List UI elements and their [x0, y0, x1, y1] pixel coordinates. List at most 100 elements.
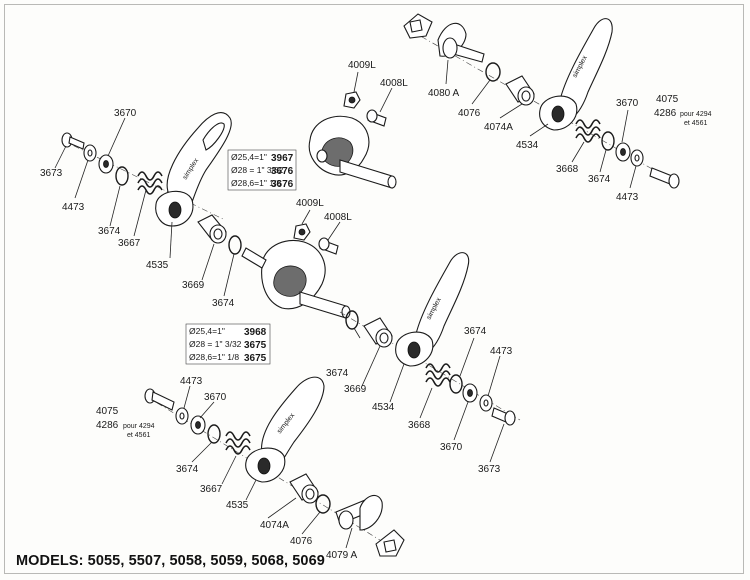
label-3668-c: 3668: [408, 420, 431, 431]
ring-3674: [115, 166, 129, 186]
bushing-4074a-bl: [289, 473, 319, 504]
nut-4009l-mid: [293, 223, 311, 241]
screw-4075-tr: [649, 167, 680, 189]
label-4074a-tr: 4074A: [484, 122, 513, 133]
label-4473-rc: 4473: [490, 346, 513, 357]
label-3667-bl: 3667: [200, 484, 223, 495]
label-3673: 3673: [40, 168, 63, 179]
label-4008l-top: 4008L: [380, 78, 408, 89]
screw-4075-bl: [144, 388, 175, 411]
clamp-table-top: Ø25,4=1" 3967 Ø28 = 1" 3/32 3676 Ø28,6=1…: [227, 149, 297, 191]
label-4535-bl: 4535: [226, 500, 249, 511]
label-4009l-mid: 4009L: [296, 198, 324, 209]
label-3674-rc: 3674: [464, 326, 487, 337]
nut-4009l-top: [343, 91, 361, 109]
label-3674-c: 3674: [326, 368, 349, 379]
lever-4535-bl: [245, 376, 325, 483]
label-3674-tr: 3674: [588, 174, 611, 185]
table-top-part-3: 3676: [271, 179, 294, 190]
sheet-border: [4, 4, 744, 574]
spring-3667: [137, 171, 163, 195]
spring-3668-c: [425, 363, 451, 387]
leader-lines: [54, 59, 637, 549]
top-clamp-assembly: [308, 91, 397, 189]
washer-3670-tr: [615, 142, 631, 162]
label-3669: 3669: [182, 280, 205, 291]
label-3673-c: 3673: [478, 464, 501, 475]
label-4534-tr: 4534: [516, 140, 539, 151]
table-center-size-2: Ø28 = 1" 3/32: [189, 339, 242, 349]
label-3667: 3667: [118, 238, 141, 249]
ring-3674-b: [228, 235, 242, 255]
ring-3674-c: [345, 310, 359, 330]
label-3670-c: 3670: [440, 442, 463, 453]
label-et-tr: et 4561: [684, 120, 707, 127]
center-clamp-assembly: [241, 223, 351, 319]
label-3670-tl: 3670: [114, 108, 137, 119]
table-center-part-1: 3968: [244, 327, 267, 338]
label-4009l-top: 4009L: [348, 60, 376, 71]
screw-3673-c: [491, 407, 516, 426]
table-center-size-1: Ø25,4=1": [189, 326, 225, 336]
bolt-4008l-top: [366, 109, 387, 127]
bushing-3669-c: [363, 317, 393, 348]
ring-4076-bl: [315, 494, 331, 514]
table-top-part-2: 3676: [271, 166, 294, 177]
part-labels: 3670 3673 4473 3674 3667 4535 3669 3674 …: [40, 60, 712, 561]
clamp-table-center: Ø25,4=1" 3968 Ø28 = 1" 3/32 3675 Ø28,6=1…: [185, 323, 271, 365]
top-left-assembly: [61, 112, 242, 255]
label-4534-c: 4534: [372, 402, 395, 413]
label-3674-lc: 3674: [212, 298, 235, 309]
table-top-size-1: Ø25,4=1": [231, 152, 267, 162]
fitting-4080a: [437, 22, 485, 63]
label-pour-bl: pour 4294: [123, 423, 155, 430]
ring-4076: [485, 62, 501, 82]
label-4008l-mid: 4008L: [324, 212, 352, 223]
clamp-center: [241, 240, 351, 319]
ring-3674-bl: [207, 424, 221, 444]
ring-3674-tr: [601, 131, 615, 151]
screw-3673: [61, 132, 85, 150]
label-4286-tr: 4286: [654, 108, 677, 119]
washer-3670-c: [462, 383, 478, 403]
table-top-size-3: Ø28,6=1" 1/8: [231, 178, 281, 188]
label-4473-bl: 4473: [180, 376, 203, 387]
table-center-part-2: 3675: [244, 340, 267, 351]
label-4080a: 4080 A: [428, 88, 459, 99]
models-caption: MODELS: 5055, 5507, 5058, 5059, 5068, 50…: [16, 553, 325, 569]
clip-bottom: [375, 529, 405, 557]
clip-top: [403, 13, 433, 39]
table-top-size-2: Ø28 = 1" 3/32: [231, 165, 284, 175]
label-3674-bl: 3674: [176, 464, 199, 475]
table-center-size-3: Ø28,6=1" 1/8: [189, 352, 239, 362]
label-4079a: 4079 A: [326, 550, 357, 561]
label-4075-tr: 4075: [656, 94, 679, 105]
label-3674-l: 3674: [98, 226, 121, 237]
label-4074a-bl: 4074A: [260, 520, 289, 531]
spring-3667-bl: [225, 431, 251, 455]
washer-4473-bl: [175, 407, 189, 425]
label-3670-bl: 3670: [204, 392, 227, 403]
washer-4473: [83, 144, 97, 162]
spring-3668-top: [575, 119, 601, 143]
washer-3670: [98, 154, 114, 174]
bushing-4074a: [505, 75, 535, 106]
fitting-4079a: [335, 494, 383, 531]
bolt-4008l-mid: [318, 237, 339, 255]
label-3670-tr: 3670: [616, 98, 639, 109]
bottom-left-assembly: [144, 376, 405, 557]
clamp-top: [308, 115, 397, 189]
label-4473: 4473: [62, 202, 85, 213]
ring-3674-rc: [449, 374, 463, 394]
lever-4535: [155, 112, 232, 227]
lever-4534-c: [395, 252, 470, 367]
label-pour-tr: pour 4294: [680, 111, 712, 118]
label-4286-bl: 4286: [96, 420, 119, 431]
lever-4534-top: [539, 18, 613, 131]
label-et-bl: et 4561: [127, 432, 150, 439]
label-3668-tr: 3668: [556, 164, 579, 175]
washer-4473-rc: [479, 394, 493, 412]
label-4076-bl: 4076: [290, 536, 313, 547]
